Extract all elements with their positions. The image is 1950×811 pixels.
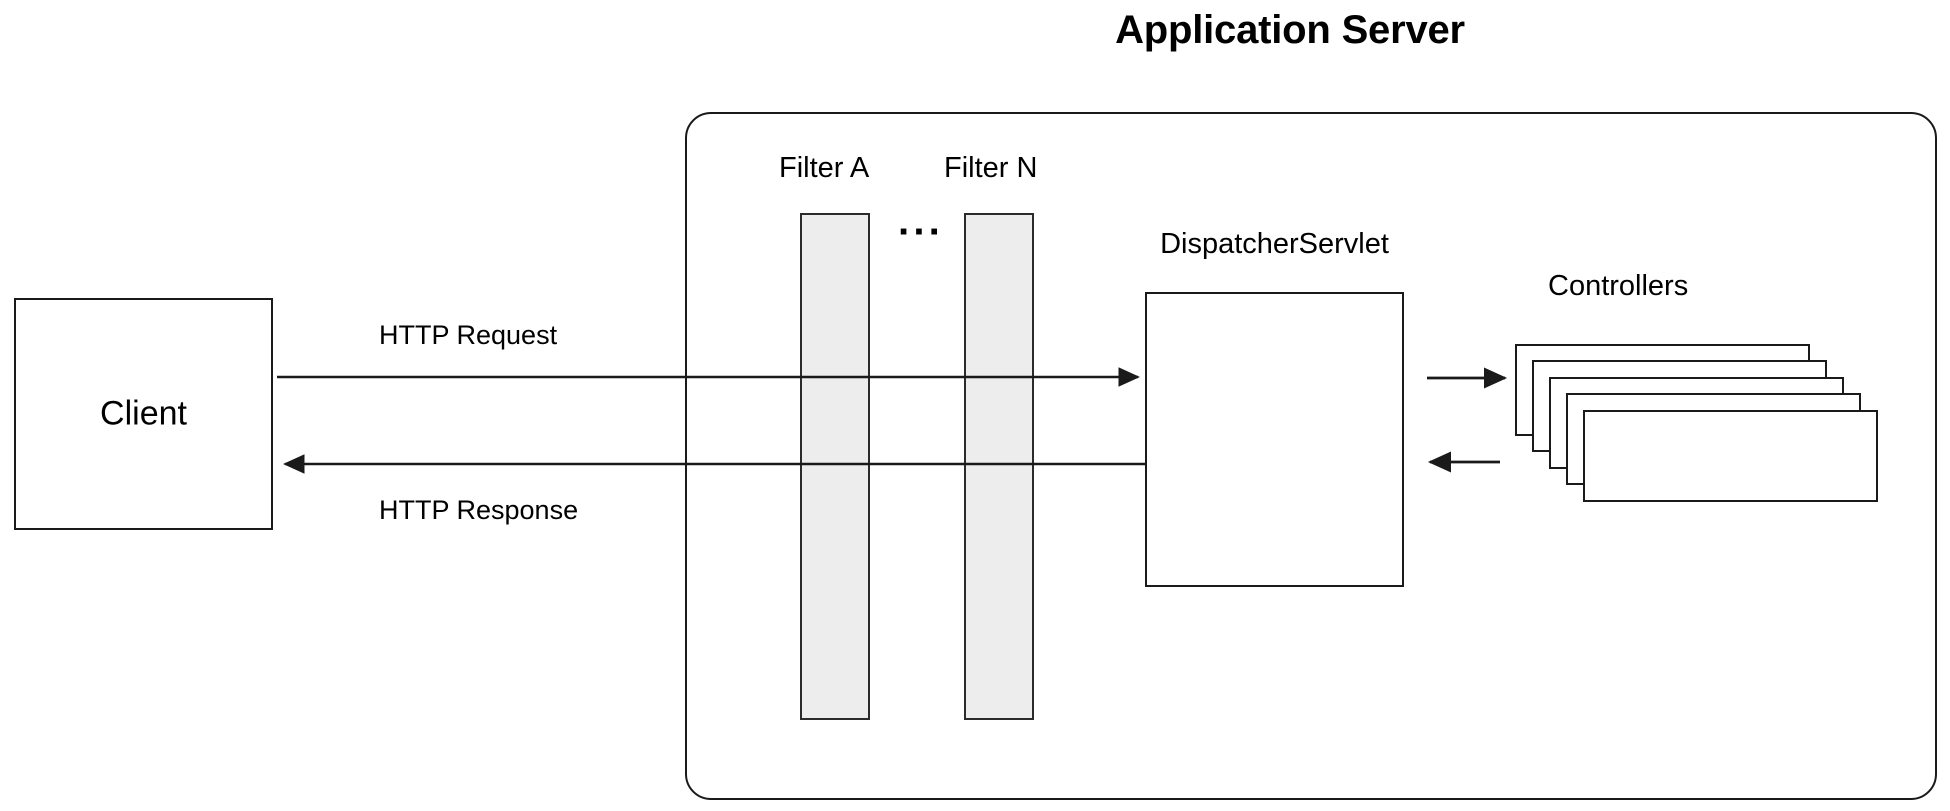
filter-ellipsis: ··· <box>898 210 944 254</box>
page-title: Application Server <box>1115 8 1465 52</box>
filter-n-label: Filter N <box>944 152 1038 184</box>
filter-a-label: Filter A <box>779 152 870 184</box>
dispatcher-servlet-label: DispatcherServlet <box>1160 228 1389 260</box>
dispatcher-servlet-node <box>1145 292 1404 587</box>
client-node: Client <box>14 298 273 530</box>
filter-n-node <box>964 213 1034 720</box>
controller-card <box>1583 410 1878 502</box>
filter-a-node <box>800 213 870 720</box>
client-node-label: Client <box>100 394 187 433</box>
http-request-label: HTTP Request <box>379 320 558 350</box>
http-response-label: HTTP Response <box>379 495 579 525</box>
controllers-label: Controllers <box>1548 270 1689 302</box>
